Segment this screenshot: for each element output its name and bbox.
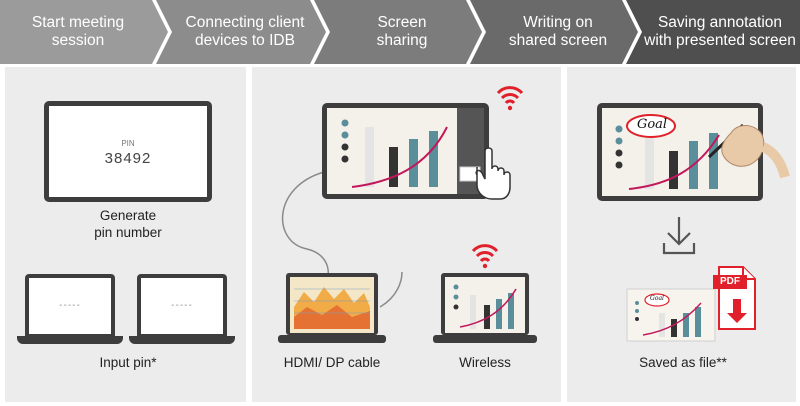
pen-hand-icon: [707, 123, 790, 179]
laptop-screen: -----: [141, 278, 223, 334]
input-pin-caption: Input pin*: [99, 355, 157, 370]
annotation-illustration: [597, 103, 790, 342]
pin-input-placeholder: -----: [59, 300, 81, 311]
laptop-wireless: [433, 273, 537, 343]
pin-label: PIN: [121, 139, 135, 148]
chart-bar: [365, 127, 374, 187]
laptop-base: [129, 336, 235, 344]
annotation-text-small: Goal: [650, 295, 664, 302]
laptop-lid: -----: [25, 274, 115, 336]
shared-display: [322, 103, 489, 199]
chart-bar: [389, 147, 398, 187]
pin-number: 38492: [104, 150, 152, 167]
palette-dot: [341, 131, 349, 139]
laptop-client-2: -----: [129, 274, 235, 346]
chevron-step-1: [0, 0, 168, 64]
wifi-icon: [496, 86, 524, 111]
hdmi-caption: HDMI/ DP cable: [283, 355, 381, 370]
chevron-step-5: [626, 0, 800, 64]
laptop-base: [17, 336, 123, 344]
trend-line: [351, 126, 448, 188]
laptop-hdmi: [278, 273, 386, 343]
wireless-caption: Wireless: [459, 355, 511, 370]
step-label-1: Start meeting session: [31, 14, 125, 49]
cable-line: [281, 171, 329, 288]
pdf-file-icon: [713, 266, 756, 330]
laptop-lid: -----: [137, 274, 227, 336]
panel-screen-sharing: HDMI/ DP cable Wireless: [252, 67, 561, 402]
screen-sharing-illustration: [278, 86, 537, 343]
cable-line-2: [379, 271, 403, 308]
step-label-5: Saving annotation with presented screen: [644, 14, 796, 49]
annotation-circle: [626, 114, 676, 138]
laptop-screen: -----: [29, 278, 111, 334]
generate-pin-caption: Generate pin number: [94, 208, 162, 240]
wifi-icon: [471, 244, 499, 269]
saved-document: [626, 288, 716, 342]
step-label-4: Writing on shared screen: [508, 14, 608, 49]
chart-bar: [429, 131, 438, 187]
annotated-display: [597, 103, 763, 201]
panel-annotation-and-save: Goal Goal PDF Saved as file**: [567, 67, 796, 402]
monitor-screen: PIN 38492: [49, 106, 207, 197]
step-label-3: Screen sharing: [376, 14, 428, 49]
chart-bar: [409, 139, 418, 187]
step-label-2: Connecting client devices to IDB: [185, 14, 305, 49]
palette-dot: [341, 143, 349, 151]
annotation-text: Goal: [636, 117, 668, 132]
chevron-shapes: [0, 0, 800, 64]
pin-input-placeholder: -----: [171, 300, 193, 311]
pdf-label: PDF: [720, 276, 740, 287]
display-monitor: PIN 38492: [44, 101, 212, 202]
chevron-step-4: [470, 0, 638, 64]
palette-dot: [341, 155, 349, 163]
download-icon: [662, 217, 696, 255]
chevron-step-2: [156, 0, 326, 64]
panel-start-and-connect: PIN 38492 Generate pin number ----- ----…: [5, 67, 246, 402]
palette-dot: [341, 119, 349, 127]
chevron-step-3: [314, 0, 482, 64]
saved-file-caption: Saved as file**: [639, 355, 727, 370]
touch-hand-icon: [475, 147, 511, 200]
laptop-client-1: -----: [17, 274, 123, 346]
process-steps-header: Start meeting session Connecting client …: [0, 0, 800, 64]
